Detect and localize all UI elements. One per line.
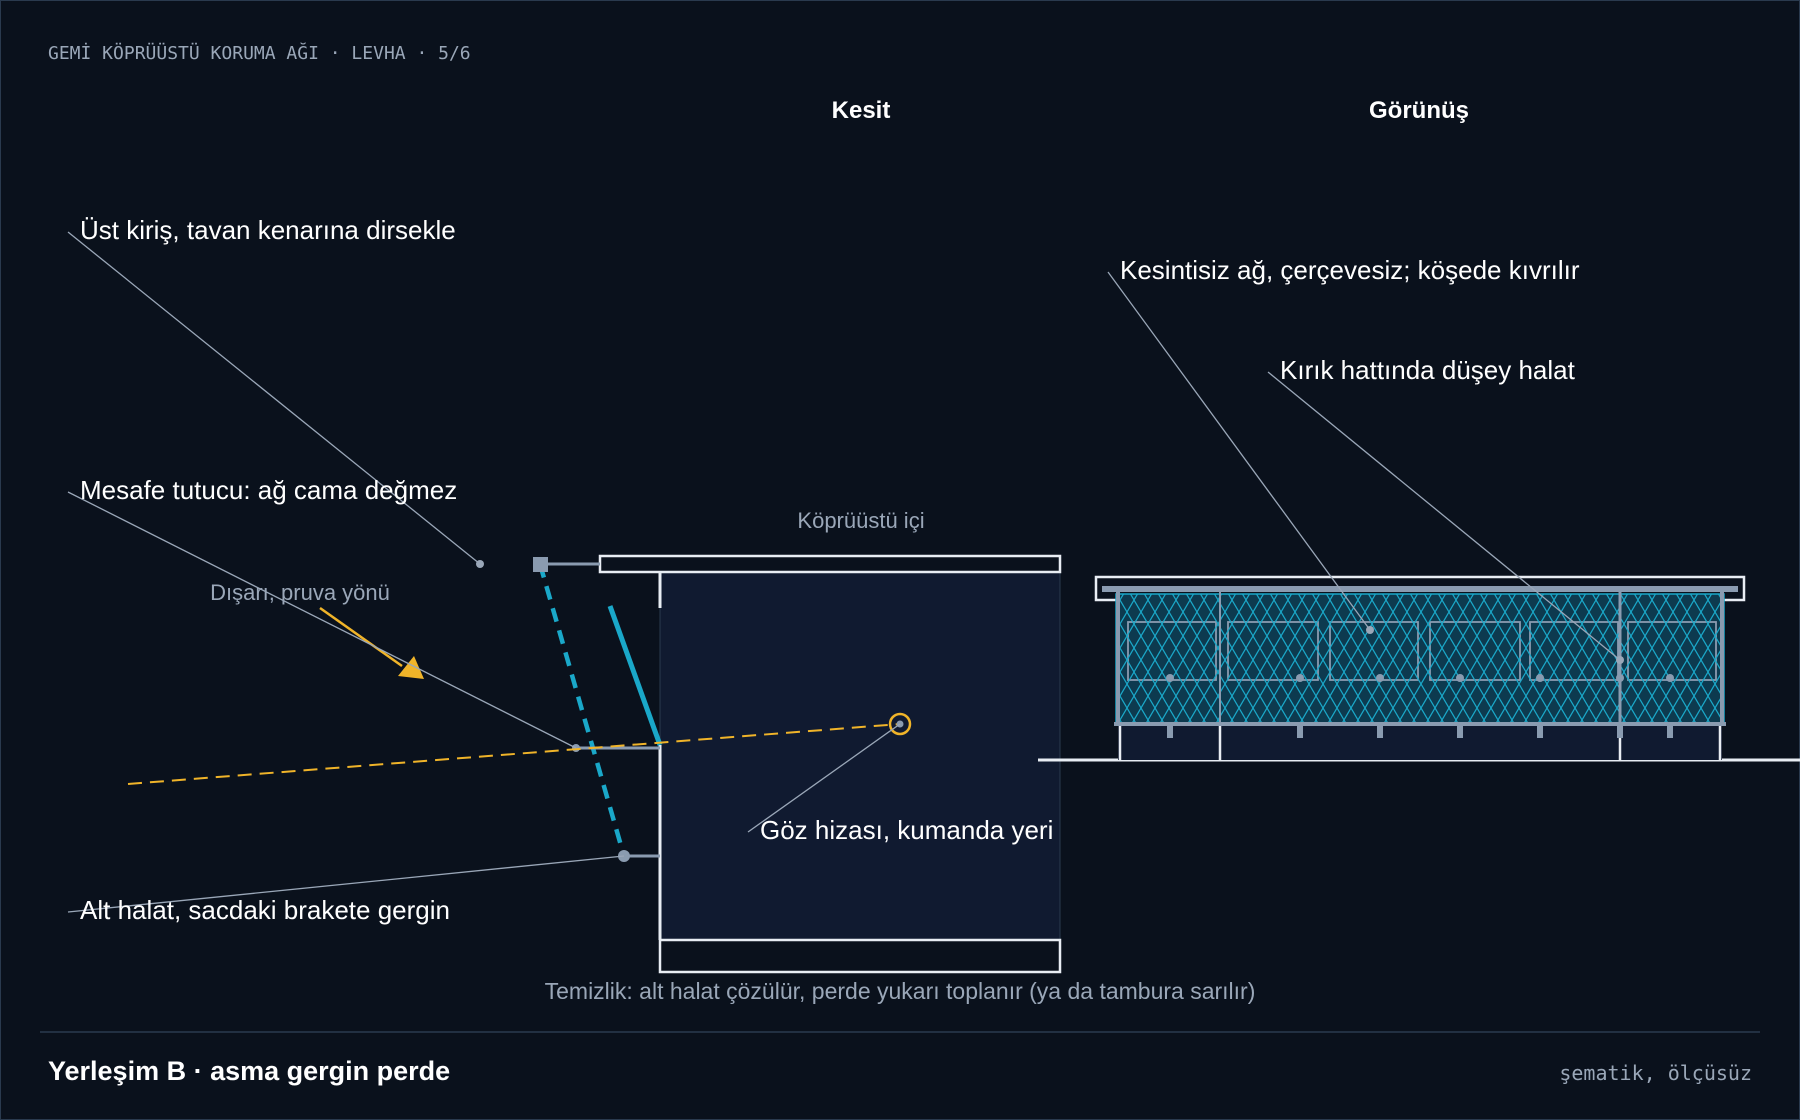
- section-view: Köprüüstü içi Dışarı, pruva yönü Üst kir…: [67, 215, 1256, 1004]
- anchor-bracket: [1537, 726, 1543, 738]
- vertical-rope-callout: Kırık hattında düşey halat: [1280, 355, 1576, 385]
- outward-arrow-head: [398, 656, 424, 679]
- anchor-bracket: [1667, 726, 1673, 738]
- elevation-view-title: Görünüş: [1369, 97, 1469, 124]
- net-leader: [1107, 271, 1371, 631]
- ceiling-plate: [598, 554, 1062, 574]
- eye-level-callout: Göz hizası, kumanda yeri: [760, 815, 1053, 845]
- deck-plate: [658, 938, 1062, 974]
- bottom-anchors: [1166, 674, 1674, 738]
- anchor-dot: [1166, 674, 1174, 682]
- anchor-dot: [1456, 674, 1464, 682]
- scale-note: şematik, ölçüsüz: [1559, 1061, 1752, 1085]
- continuous-net-callout: Kesintisiz ağ, çerçevesiz; köşede kıvrıl…: [1120, 255, 1580, 285]
- eye-sightline: [127, 723, 901, 785]
- cleaning-note: Temizlik: alt halat çözülür, perde yukar…: [545, 978, 1256, 1004]
- top-beam-leader: [67, 231, 481, 565]
- sheet-label: GEMİ KÖPRÜÜSTÜ KORUMA AĞI · LEVHA · 5/6: [48, 42, 471, 64]
- top-beam: [533, 557, 548, 572]
- bottom-rope-callout: Alt halat, sacdaki brakete gergin: [80, 895, 450, 925]
- window-glass: [607, 605, 663, 746]
- eye-level-leader: [747, 723, 901, 833]
- outside-direction-label: Dışarı, pruva yönü: [210, 580, 390, 605]
- standoff-callout: Mesafe tutucu: ağ cama değmez: [80, 475, 457, 505]
- bridge-interior: [660, 572, 1060, 940]
- section-view-title: Kesit: [832, 97, 891, 124]
- anchor-dot: [1376, 674, 1384, 682]
- anchor-dot: [1296, 674, 1304, 682]
- eye-position-marker: [888, 712, 912, 736]
- anchor-dot: [1536, 674, 1544, 682]
- top-beam-callout: Üst kiriş, tavan kenarına dirsekle: [80, 215, 456, 245]
- vertical-rope-leader-dot: [1616, 656, 1624, 664]
- interior-label: Köprüüstü içi: [797, 508, 924, 533]
- layout-title: Yerleşim B · asma gergin perde: [48, 1056, 450, 1086]
- anchor-dot: [1616, 674, 1624, 682]
- anchor-bracket: [1297, 726, 1303, 738]
- net-leader-dot: [1366, 626, 1374, 634]
- bottom-rope-leader: [67, 855, 625, 913]
- continuous-net: [1116, 594, 1724, 724]
- top-beam-leader-dot: [476, 560, 484, 568]
- net-curtain: [537, 563, 627, 857]
- outward-arrow-shaft: [319, 606, 403, 668]
- elevation-view: Kesintisiz ağ, çerçevesiz; köşede kıvrıl…: [1038, 255, 1800, 762]
- anchor-bracket: [1457, 726, 1463, 738]
- anchor-bracket: [1167, 726, 1173, 738]
- anchor-bracket: [1617, 726, 1623, 738]
- standoff-leader: [67, 491, 577, 749]
- anchor-dot: [1666, 674, 1674, 682]
- anchor-bracket: [1377, 726, 1383, 738]
- vertical-rope-leader: [1267, 371, 1621, 661]
- lower-bulkhead: [1118, 724, 1722, 760]
